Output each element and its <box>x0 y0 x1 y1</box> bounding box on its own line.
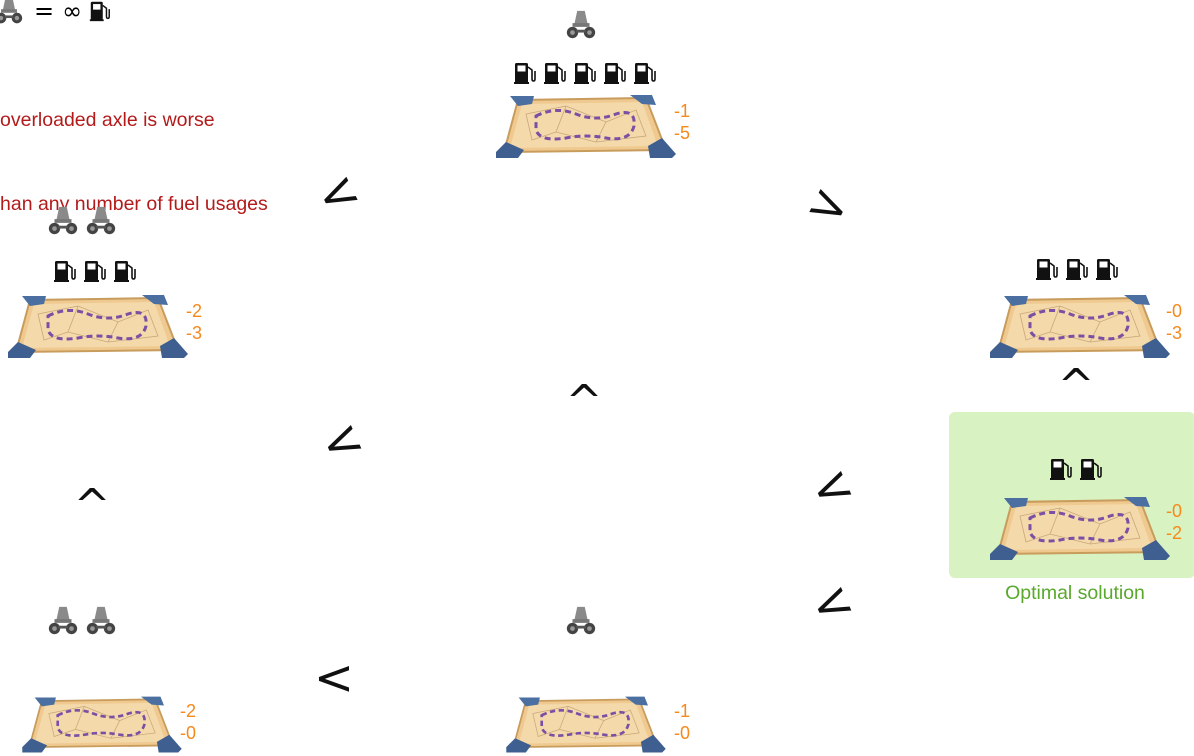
score-label: -2 -0 <box>180 700 196 744</box>
fuel-pump-icon <box>52 258 78 284</box>
less-than-operator: < <box>313 650 355 706</box>
less-than-operator: < <box>797 174 859 242</box>
soft-score: -2 <box>1166 523 1183 543</box>
score-label: -1 -0 <box>674 700 690 744</box>
overloaded-axle-icon <box>564 8 598 42</box>
soft-score: -0 <box>674 723 691 743</box>
fuel-pump-icon <box>602 60 628 86</box>
solution-right-upper: -0 -3 <box>990 256 1190 366</box>
solution-left-upper: -2 -3 <box>8 204 208 354</box>
fuel-pump-icon <box>1048 456 1074 482</box>
fuel-pump-icon <box>542 60 568 86</box>
less-than-operator: < <box>307 160 369 228</box>
note-line-1: overloaded axle is worse <box>0 109 215 131</box>
fuel-row <box>52 258 138 284</box>
score-label: -2 -3 <box>186 300 202 344</box>
axle-row <box>564 604 598 638</box>
route-map-icon <box>8 292 188 362</box>
explanation-note: overloaded axle is worse han any number … <box>0 50 268 246</box>
fuel-pump-icon <box>632 60 658 86</box>
hard-score: -1 <box>674 701 691 721</box>
solution-optimal: -0 -2 <box>990 456 1190 566</box>
soft-score: -3 <box>186 323 203 343</box>
solution-bottom-middle: -1 -0 <box>496 604 696 754</box>
fuel-pump-icon <box>1034 256 1060 282</box>
hard-score: -0 <box>1166 301 1183 321</box>
score-label: -0 -3 <box>1166 300 1182 344</box>
route-map-icon <box>990 494 1170 564</box>
fuel-row <box>1034 256 1120 282</box>
score-label: -0 -2 <box>1166 500 1182 544</box>
fuel-pump-icon <box>82 258 108 284</box>
fuel-pump-icon <box>1064 256 1090 282</box>
axle-row <box>46 204 118 238</box>
overloaded-axle-icon <box>46 204 80 238</box>
fuel-pump-icon <box>572 60 598 86</box>
overloaded-axle-icon <box>0 0 26 26</box>
overloaded-axle-icon <box>84 604 118 638</box>
axle-row <box>46 604 118 638</box>
less-than-operator: < <box>802 454 862 522</box>
soft-score: -5 <box>674 123 691 143</box>
fuel-pump-icon <box>88 0 112 24</box>
fuel-pump-icon <box>1078 456 1104 482</box>
equals-sign: = <box>34 0 55 25</box>
fuel-pump-icon <box>112 258 138 284</box>
route-map-icon <box>496 694 676 756</box>
legend-equation: = ∞ <box>0 0 112 26</box>
axle-row <box>564 8 598 42</box>
greater-than-operator: ^ <box>565 376 603 427</box>
solution-top: -1 -5 <box>496 8 696 158</box>
score-label: -1 -5 <box>674 100 690 144</box>
hard-score: -2 <box>186 301 203 321</box>
fuel-pump-icon <box>1094 256 1120 282</box>
optimal-solution-label: Optimal solution <box>1005 582 1145 604</box>
fuel-row <box>1048 456 1104 482</box>
hard-score: -0 <box>1166 501 1183 521</box>
overloaded-axle-icon <box>46 604 80 638</box>
greater-than-operator: ^ <box>1057 360 1095 411</box>
route-map-icon <box>22 694 182 756</box>
soft-score: -0 <box>180 723 197 743</box>
greater-than-operator: ^ <box>73 480 111 531</box>
fuel-pump-icon <box>512 60 538 86</box>
overloaded-axle-icon <box>564 604 598 638</box>
route-map-icon <box>990 292 1170 362</box>
route-map-icon <box>496 92 676 162</box>
less-than-operator: < <box>312 408 372 476</box>
less-than-operator: < <box>802 570 862 638</box>
hard-score: -2 <box>180 701 197 721</box>
infinity-sign: ∞ <box>62 0 83 25</box>
overloaded-axle-icon <box>84 204 118 238</box>
hard-score: -1 <box>674 101 691 121</box>
soft-score: -3 <box>1166 323 1183 343</box>
solution-bottom-left: -2 -0 <box>22 604 222 754</box>
fuel-row <box>512 60 658 86</box>
